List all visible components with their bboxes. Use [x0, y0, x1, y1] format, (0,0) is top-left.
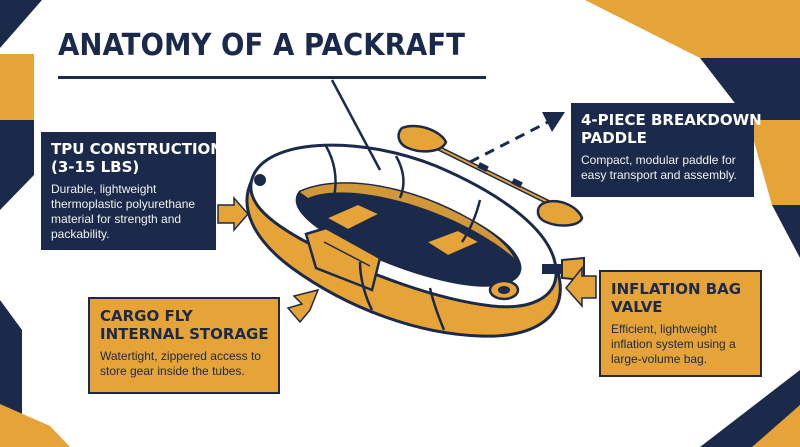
- tpu-heading-line2: (3-15 lbs): [51, 158, 140, 176]
- valve-icon: [488, 279, 520, 301]
- inflation-description: Efficient, lightweight inflation system …: [611, 322, 736, 366]
- page-title: ANATOMY OF A PACKRAFT: [58, 28, 465, 63]
- inflation-heading-line2: VALVE: [611, 298, 663, 316]
- callout-cargo-fly: CARGO FLY INTERNAL STORAGE Watertight, z…: [88, 297, 280, 394]
- cargo-heading-line2: INTERNAL STORAGE: [100, 325, 269, 343]
- paddle-heading-line2: PADDLE: [581, 129, 647, 147]
- paddle-heading-line1: 4-PIECE BREAKDOWN: [581, 111, 762, 129]
- packraft-illustration: [245, 143, 562, 338]
- callout-breakdown-paddle: 4-PIECE BREAKDOWN PADDLE Compact, modula…: [571, 103, 762, 197]
- cargo-description: Watertight, zippered access to store gea…: [100, 349, 261, 378]
- callout-tpu-construction: TPU CONSTRUCTION (3-15 lbs) Durable, lig…: [41, 132, 223, 250]
- tpu-heading-line1: TPU CONSTRUCTION: [51, 140, 223, 158]
- paddle-description: Compact, modular paddle for easy transpo…: [581, 153, 737, 182]
- inflation-heading-line1: INFLATION BAG: [611, 280, 742, 298]
- tpu-description: Durable, lightweight thermoplastic polyu…: [51, 182, 196, 241]
- callout-inflation-valve: INFLATION BAG VALVE Efficient, lightweig…: [599, 270, 762, 377]
- paddle-illustration: [397, 124, 584, 227]
- title-underline: [58, 76, 486, 79]
- cargo-heading-line1: CARGO FLY: [100, 307, 193, 325]
